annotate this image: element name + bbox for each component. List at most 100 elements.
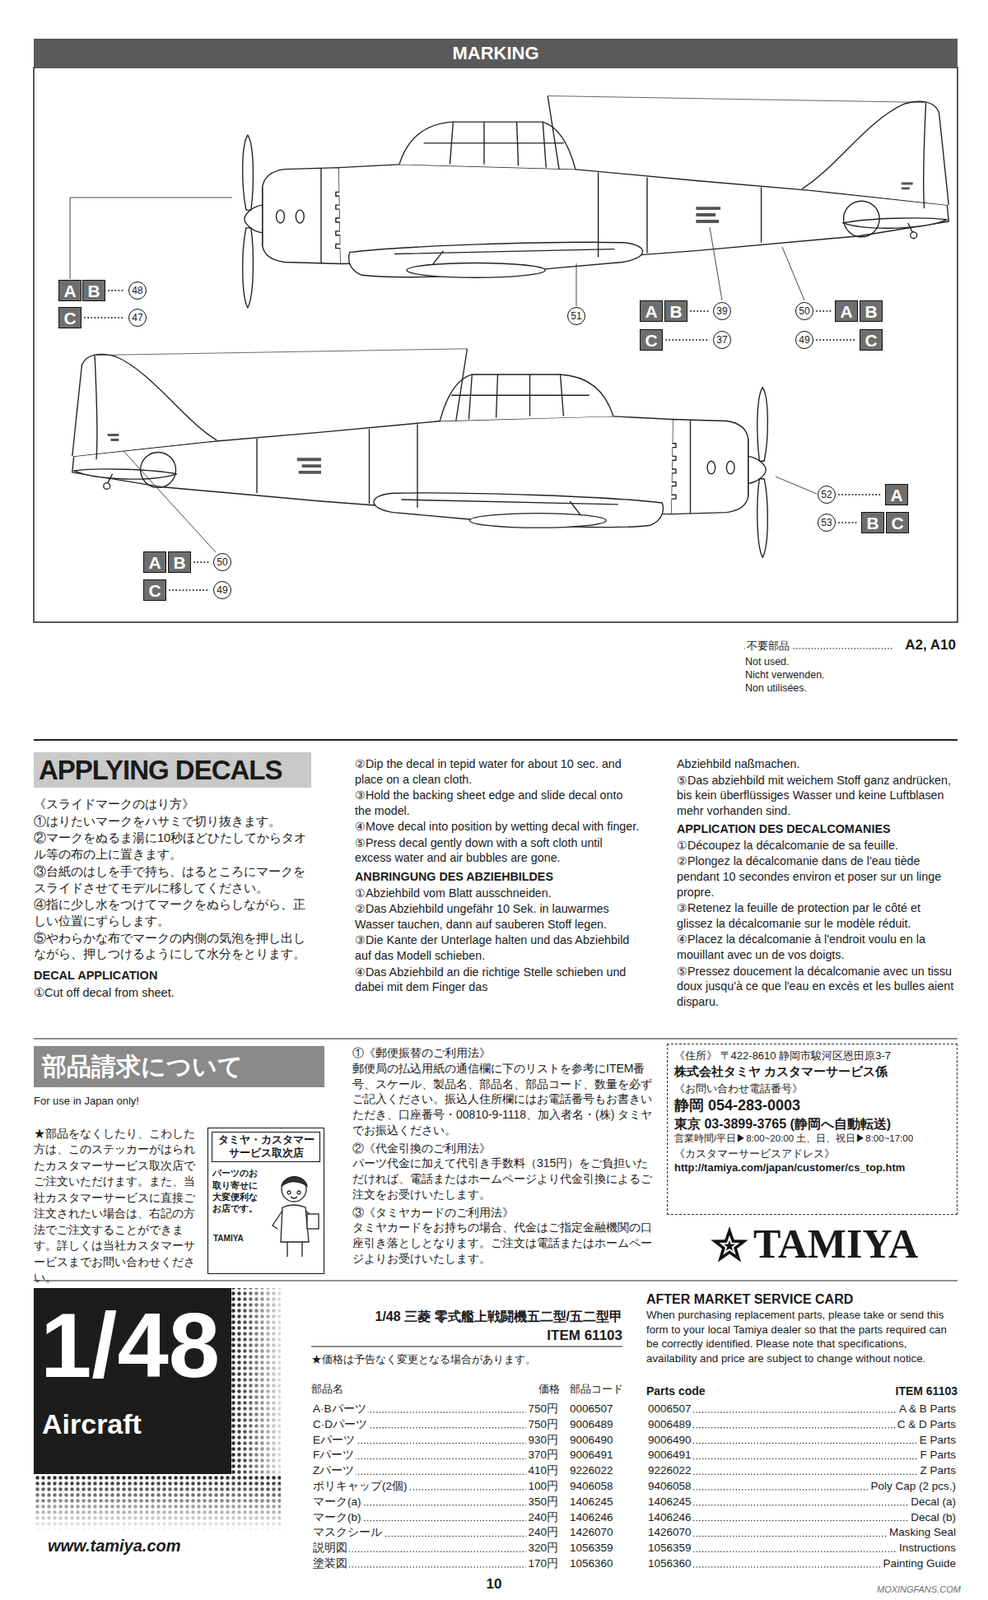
dotted-leader xyxy=(666,339,710,341)
table-cell: 1406245 xyxy=(646,1495,694,1510)
text-label: ★部品をなくしたり、こわした方は、このステッカーがはられたカスタマーサービス取次… xyxy=(33,1126,206,1287)
dotted-leader xyxy=(84,316,126,319)
marking-letter: B xyxy=(669,302,682,321)
text-label: ①Abziehbild vom Blatt ausschneiden. xyxy=(354,885,642,902)
marking-letter: A xyxy=(644,302,658,321)
table-cell: 説明図 xyxy=(311,1542,350,1557)
text-label: ④Move decal into position by wetting dec… xyxy=(354,819,642,835)
text-label: ⑤Das abziehbild mit weichem Stoff ganz a… xyxy=(676,773,958,820)
table-cell: 1056360 xyxy=(646,1557,694,1572)
table-cell: 930円 xyxy=(526,1434,560,1449)
text-label: ANBRINGUNG DES ABZIEHBILDES xyxy=(354,869,642,886)
marking-letter-box: B xyxy=(167,551,192,574)
text-label: 部品名 xyxy=(311,1383,344,1397)
text-label: タミヤカードをお持ちの場合、代金はご指定金融機関の口座引き落としとなります。ご注… xyxy=(352,1220,654,1267)
table-cell: 9006490 xyxy=(646,1434,694,1449)
table-cell: 1426070 xyxy=(569,1526,614,1541)
dotted-leader xyxy=(194,561,210,564)
text-label: ①はりたいマークをハサミで切り抜きます。 xyxy=(33,814,312,831)
text-label: ①《郵便振替のご利用法》 xyxy=(352,1045,654,1062)
table-cell: マーク(b) xyxy=(311,1511,364,1526)
text-label: A2, A10 xyxy=(903,636,958,654)
scale-text: 1/48 xyxy=(40,1300,232,1393)
text-column: 《スライドマークのはり方》①はりたいマークをハサミで切り抜きます。②マークをぬる… xyxy=(33,796,312,1002)
marking-letter-box: C xyxy=(859,329,883,351)
table-cell: マスクシール xyxy=(311,1526,384,1541)
callout-circle: 49 xyxy=(795,330,814,350)
table-cell: 0006507 xyxy=(646,1402,694,1417)
section-heading: 部品請求について xyxy=(41,1050,243,1085)
callout-circle: 50 xyxy=(795,302,814,321)
text-label: ③Hold the backing sheet edge and slide d… xyxy=(354,787,642,819)
address-text: http://tamiya.com/japan/customer/cs_top.… xyxy=(674,1161,951,1176)
brand-logo: TAMIYA xyxy=(753,1223,919,1265)
callout-circle: 51 xyxy=(567,307,586,326)
marking-letter-box: B xyxy=(664,300,688,322)
dotted-leader xyxy=(690,310,710,313)
table-cell: 9226022 xyxy=(569,1464,614,1479)
dotted-leader xyxy=(838,494,882,496)
callout-circle: 49 xyxy=(213,581,232,600)
text-label: 郵便局の払込用紙の通信欄に下のリストを参考にITEM番号、スケール、製品名、部品… xyxy=(352,1061,654,1139)
sticker-text: タミヤ・カスタマーサービス取次店 xyxy=(211,1132,321,1163)
watermark: MOXINGFANS.COM xyxy=(876,1584,961,1597)
address-text: 株式会社タミヤ カスタマーサービス係 xyxy=(674,1063,951,1081)
table-cell: When purchasing replacement parts, pleas… xyxy=(646,1308,958,1366)
callout-number: 50 xyxy=(216,557,228,568)
text-label: For use in Japan only! xyxy=(33,1095,140,1109)
dotted-leader xyxy=(169,589,210,592)
table-cell: ITEM 61103 xyxy=(895,1384,959,1400)
text-label: ①Découpez la décalcomanie de sa feuille. xyxy=(676,838,958,854)
sticker-text: パーツのお取り寄せに大変便利なお店です。 xyxy=(212,1167,264,1215)
table-cell: 410円 xyxy=(526,1464,560,1479)
table-cell: 1406246 xyxy=(569,1511,614,1526)
table-cell: 9226022 xyxy=(646,1464,694,1479)
marking-letter: A xyxy=(148,554,161,572)
table-cell: 750円 xyxy=(526,1402,560,1417)
dotted-leader xyxy=(838,521,858,524)
table-cell: 9406058 xyxy=(646,1480,694,1495)
table-cell: 240円 xyxy=(526,1511,560,1526)
table-cell: 1056360 xyxy=(569,1557,614,1572)
text-label: 1/48 三菱 零式艦上戦闘機五二型/五二型甲 xyxy=(311,1309,623,1326)
section-heading: APPLYING DECALS xyxy=(38,754,283,787)
marking-letter-box: A xyxy=(885,484,909,506)
table-cell: 1056359 xyxy=(646,1542,694,1557)
callout-circle: 47 xyxy=(128,308,147,327)
marking-letter: A xyxy=(63,282,76,300)
sticker-text: TAMIYA xyxy=(213,1234,324,1244)
callout-circle: 53 xyxy=(817,513,836,532)
table-cell: Zパーツ xyxy=(311,1464,356,1479)
text-label: Not used. xyxy=(745,656,790,670)
marking-letter-box: B xyxy=(859,300,883,322)
table-cell: Fパーツ xyxy=(311,1449,356,1464)
address-text: 営業時間/平日▶8:00~20:00 土、日、祝日▶8:00~17:00 xyxy=(674,1132,951,1146)
marking-letter: B xyxy=(864,302,877,321)
marking-letter: C xyxy=(890,514,904,532)
address-text: 《お問い合わせ電話番号》 xyxy=(674,1082,951,1097)
text-label: ④Placez la décalcomanie à l'endroit voul… xyxy=(676,932,958,963)
table-cell: 1406245 xyxy=(569,1495,614,1510)
text-label: Nicht verwenden. xyxy=(745,669,825,683)
marking-letter-box: A xyxy=(58,279,82,302)
address-text: 静岡 054-283-0003 xyxy=(674,1096,951,1116)
table-cell: ポリキャップ(2個) xyxy=(311,1480,410,1495)
table-cell: 1406246 xyxy=(646,1511,694,1526)
callout-number: 52 xyxy=(820,489,832,500)
text-label: 価格 xyxy=(538,1383,560,1397)
address-box: 《住所》 〒422-8610 静岡市駿河区恩田原3-7株式会社タミヤ カスタマー… xyxy=(666,1043,958,1216)
scale-badge: 1/48Aircraft xyxy=(33,1288,232,1475)
table-cell: AFTER MARKET SERVICE CARD xyxy=(646,1291,853,1309)
table-cell: Instructions xyxy=(897,1542,958,1557)
text-label: パーツ代金に加えて代引き手数料（315円）をご負担いただければ、電話またはホーム… xyxy=(352,1155,654,1203)
table-cell: 750円 xyxy=(526,1418,560,1433)
text-label: ①Cut off decal from sheet. xyxy=(33,985,312,1002)
table-cell: マーク(a) xyxy=(311,1495,364,1510)
callout-number: 51 xyxy=(570,311,582,322)
table-cell: Eパーツ xyxy=(311,1434,357,1449)
table-cell: F Parts xyxy=(918,1449,958,1464)
marking-letter: A xyxy=(890,486,903,504)
table-cell: 9006490 xyxy=(569,1434,614,1449)
address-text: 《住所》 〒422-8610 静岡市駿河区恩田原3-7 xyxy=(674,1049,951,1064)
text-column: ①《郵便振替のご利用法》郵便局の払込用紙の通信欄に下のリストを参考にITEM番号… xyxy=(352,1045,654,1268)
